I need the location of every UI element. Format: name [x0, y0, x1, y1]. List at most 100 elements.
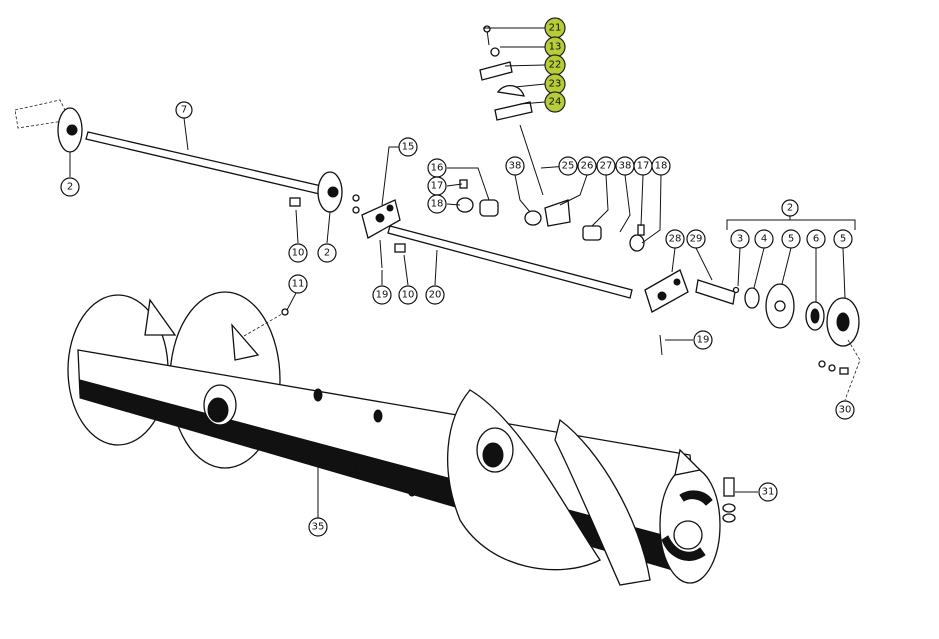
- shaft-20: [387, 225, 633, 299]
- svg-text:6: 6: [813, 234, 819, 245]
- svg-text:24: 24: [549, 97, 562, 108]
- tube-29: [695, 279, 736, 305]
- svg-text:2: 2: [324, 248, 330, 259]
- cap-23: [496, 85, 525, 97]
- svg-text:20: 20: [429, 290, 442, 301]
- svg-text:38: 38: [509, 161, 522, 172]
- callout-2-left[interactable]: 2: [60, 177, 80, 197]
- callout-11[interactable]: 11: [288, 274, 308, 294]
- callout-10-left[interactable]: 10: [288, 243, 308, 263]
- svg-text:5: 5: [788, 234, 794, 245]
- callout-18-right[interactable]: 18: [651, 156, 671, 176]
- callout-5-b[interactable]: 5: [833, 229, 853, 249]
- callout-6[interactable]: 6: [806, 229, 826, 249]
- callout-29[interactable]: 29: [686, 229, 706, 249]
- center-bracket-assembly: [361, 179, 633, 299]
- callout-19-right[interactable]: 19: [693, 330, 713, 350]
- svg-text:19: 19: [697, 335, 710, 346]
- svg-text:5: 5: [840, 234, 846, 245]
- key-10a: [289, 197, 301, 207]
- callout-20[interactable]: 20: [425, 285, 445, 305]
- svg-text:19: 19: [376, 290, 389, 301]
- auger-finger-3: [674, 448, 702, 476]
- callout-2-group[interactable]: 2: [781, 199, 799, 217]
- part-3: [732, 286, 740, 294]
- bolt-30: [839, 367, 849, 375]
- svg-text:23: 23: [549, 79, 562, 90]
- plate-24: [494, 101, 533, 121]
- callout-3[interactable]: 3: [730, 229, 750, 249]
- leader-lines: [69, 27, 861, 518]
- auger-end-hub: [673, 520, 703, 550]
- auger-drum: [67, 291, 721, 586]
- callout-5-a[interactable]: 5: [781, 229, 801, 249]
- callout-30[interactable]: 30: [835, 400, 855, 420]
- part-27: [582, 225, 602, 241]
- auger-finger-1: [144, 298, 177, 336]
- callout-4[interactable]: 4: [754, 229, 774, 249]
- svg-text:2: 2: [787, 203, 793, 214]
- callout-19-left[interactable]: 19: [372, 285, 392, 305]
- callout-26[interactable]: 26: [577, 156, 597, 176]
- svg-text:10: 10: [402, 290, 415, 301]
- svg-text:29: 29: [690, 234, 703, 245]
- callout-17-left[interactable]: 17: [427, 176, 447, 196]
- part-4: [744, 287, 760, 309]
- svg-text:25: 25: [562, 161, 575, 172]
- shaft-7: [85, 131, 331, 197]
- callout-16[interactable]: 16: [427, 158, 447, 178]
- callout-18-left[interactable]: 18: [427, 194, 447, 214]
- callout-35[interactable]: 35: [308, 517, 328, 537]
- svg-text:21: 21: [549, 23, 562, 34]
- callout-24[interactable]: 24: [544, 91, 566, 113]
- part-38a: [524, 210, 542, 226]
- bolt-31: [723, 477, 735, 497]
- callout-15[interactable]: 15: [398, 137, 418, 157]
- callout-2-right[interactable]: 2: [317, 243, 337, 263]
- bushing-16: [479, 199, 499, 217]
- plate-22: [479, 61, 513, 81]
- callout-21[interactable]: 21: [544, 17, 566, 39]
- svg-text:15: 15: [402, 142, 415, 153]
- svg-text:17: 17: [431, 181, 444, 192]
- svg-text:28: 28: [669, 234, 682, 245]
- svg-text:18: 18: [655, 161, 668, 172]
- svg-text:31: 31: [762, 487, 775, 498]
- svg-text:26: 26: [581, 161, 594, 172]
- callout-31[interactable]: 31: [758, 482, 778, 502]
- svg-text:35: 35: [312, 522, 325, 533]
- sprocket-outline: [14, 99, 71, 129]
- svg-text:22: 22: [549, 60, 562, 71]
- svg-text:3: 3: [737, 234, 743, 245]
- svg-text:2: 2: [67, 182, 73, 193]
- nut-13: [490, 47, 500, 57]
- callout-38-left[interactable]: 38: [505, 156, 525, 176]
- auger-finger-2: [231, 323, 260, 361]
- bolt-19a: [379, 239, 383, 269]
- top-fastener-cluster: [479, 25, 645, 252]
- coupling-26: [544, 199, 571, 227]
- callout-28[interactable]: 28: [665, 229, 685, 249]
- svg-text:17: 17: [637, 161, 650, 172]
- rod-25: [519, 124, 544, 196]
- auger-flight-right-2: [554, 418, 651, 586]
- callout-27[interactable]: 27: [596, 156, 616, 176]
- part-11: [281, 308, 289, 316]
- svg-text:11: 11: [292, 279, 305, 290]
- callout-17-right[interactable]: 17: [633, 156, 653, 176]
- svg-text:13: 13: [549, 42, 562, 53]
- callout-7[interactable]: 7: [175, 101, 193, 119]
- part-17b: [637, 224, 645, 236]
- svg-text:30: 30: [839, 405, 852, 416]
- callout-25[interactable]: 25: [558, 156, 578, 176]
- callout-22[interactable]: 22: [544, 54, 566, 76]
- key-10b: [394, 243, 406, 253]
- callout-38-right[interactable]: 38: [615, 156, 635, 176]
- svg-text:7: 7: [181, 105, 187, 116]
- callout-23[interactable]: 23: [544, 73, 566, 95]
- callout-10-center[interactable]: 10: [398, 285, 418, 305]
- svg-text:10: 10: [292, 248, 305, 259]
- callout-13[interactable]: 13: [544, 36, 566, 58]
- upper-shaft-assembly: [14, 99, 360, 214]
